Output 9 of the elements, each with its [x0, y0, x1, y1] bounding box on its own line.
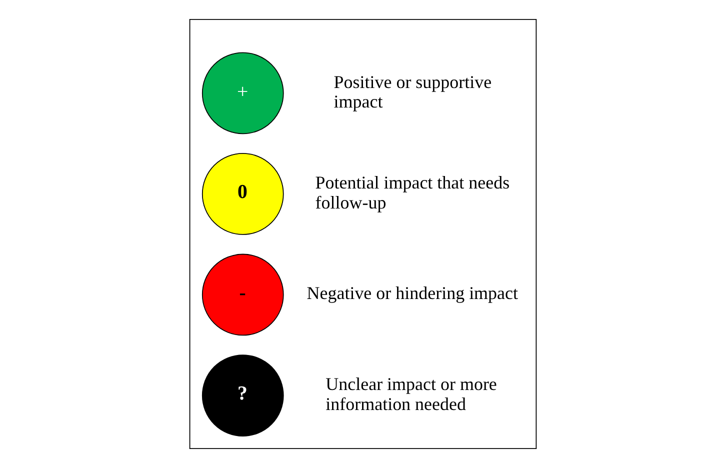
node-label: Unclear impact or more information needed	[326, 374, 497, 414]
node-label: Negative or hindering impact	[306, 283, 518, 304]
node-label: Potential impact that needs follow-up	[315, 172, 510, 212]
node-circle: 0	[202, 153, 284, 235]
node-label: Positive or supportive impact	[334, 72, 492, 112]
cluster	[189, 18, 537, 450]
node-circle: ?	[202, 354, 284, 436]
node-circle: -	[202, 254, 284, 336]
node-circle: +	[202, 52, 284, 134]
